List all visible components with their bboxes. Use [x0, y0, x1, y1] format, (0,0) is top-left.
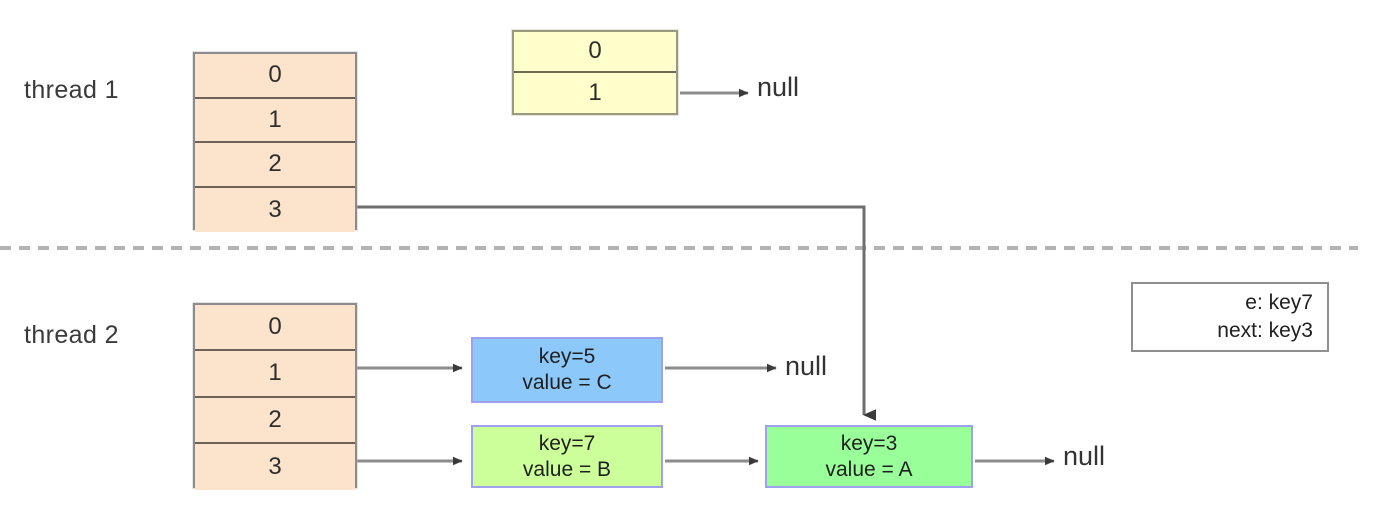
state-line-e: e: key7	[1245, 290, 1313, 314]
null-label-bottom: null	[1063, 441, 1106, 471]
entry-node-key5-value: value = C	[522, 371, 612, 394]
bucket-cell-2[interactable]: 2	[195, 397, 355, 444]
thread-state-box: e: key7 next: key3	[1131, 282, 1329, 352]
bucket-cell-0[interactable]: 0	[195, 54, 355, 99]
new-bucket-cell-0[interactable]: 0	[514, 32, 676, 73]
thread-1-label: thread 1	[24, 76, 119, 104]
entry-node-key3-key: key=3	[840, 431, 898, 455]
bucket-cell-3[interactable]: 3	[195, 443, 355, 490]
entry-node-key3[interactable]: key=3 value = A	[765, 425, 973, 488]
null-label-top: null	[757, 72, 800, 102]
bucket-cell-1[interactable]: 1	[195, 98, 355, 143]
bucket-cell-3[interactable]: 3	[195, 187, 355, 232]
bucket-cell-2[interactable]: 2	[195, 143, 355, 188]
thread-2-label: thread 2	[24, 321, 119, 349]
entry-node-key7[interactable]: key=7 value = B	[471, 425, 663, 488]
entry-node-key7-value: value = B	[522, 457, 612, 481]
entry-node-key3-value: value = A	[825, 457, 913, 481]
thread-2-bucket-table: 0 1 2 3	[193, 303, 357, 490]
new-bucket-table: 0 1	[512, 30, 678, 115]
null-label-middle: null	[785, 351, 828, 381]
new-bucket-cell-1[interactable]: 1	[514, 72, 676, 113]
state-line-next: next: key3	[1217, 319, 1313, 342]
entry-node-key5[interactable]: key=5 value = C	[471, 337, 663, 403]
entry-node-key7-key: key=7	[538, 431, 596, 455]
thread-1-bucket-table: 0 1 2 3	[193, 52, 357, 232]
bucket-cell-0[interactable]: 0	[195, 305, 355, 352]
entry-node-key5-key: key=5	[538, 345, 596, 369]
bucket-cell-1[interactable]: 1	[195, 351, 355, 398]
